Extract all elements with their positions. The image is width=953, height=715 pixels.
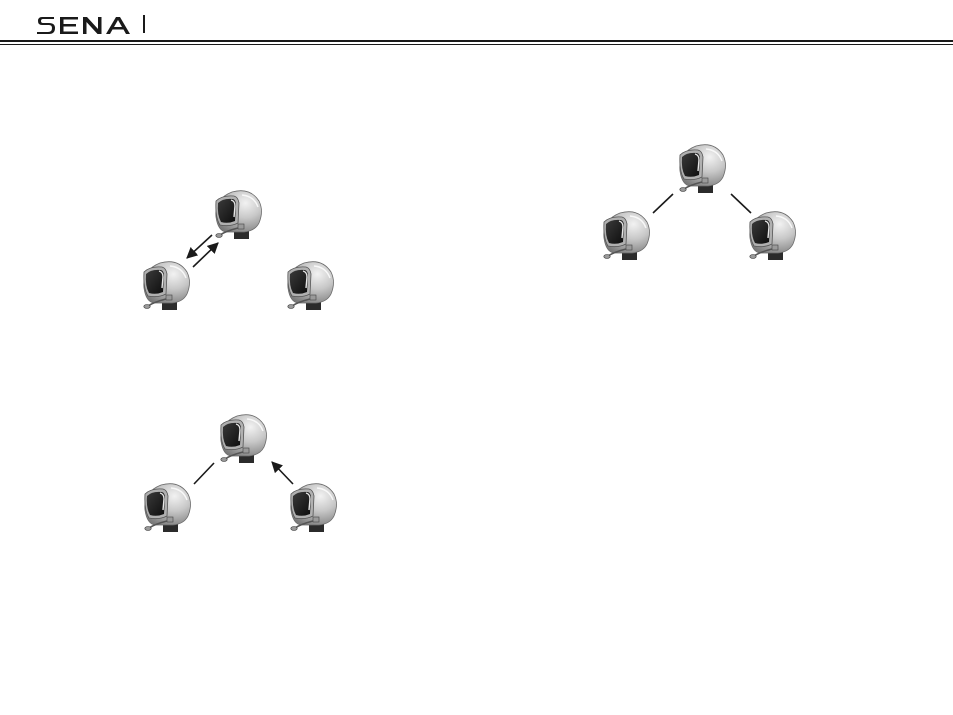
header-rule-thin	[0, 44, 953, 45]
helmet-with-headset-icon	[746, 208, 798, 263]
helmet-with-headset-icon	[140, 258, 192, 313]
helmet-with-headset-icon	[217, 411, 269, 466]
connection-line	[194, 463, 214, 484]
helmet-with-headset-icon	[600, 208, 652, 263]
page-header	[0, 0, 953, 48]
helmet-with-headset-icon	[676, 141, 728, 196]
arrow-link	[187, 235, 212, 258]
helmet-with-headset-icon	[141, 480, 193, 535]
arrow-link	[272, 462, 293, 484]
helmet-with-headset-icon	[284, 258, 336, 313]
connection-line	[731, 194, 751, 213]
arrow-link	[193, 243, 218, 267]
helmet-with-headset-icon	[287, 480, 339, 535]
logo-divider	[143, 15, 145, 33]
header-rule	[0, 40, 953, 42]
sena-logo	[36, 14, 132, 36]
connection-line	[653, 194, 673, 213]
helmet-with-headset-icon	[212, 187, 264, 242]
